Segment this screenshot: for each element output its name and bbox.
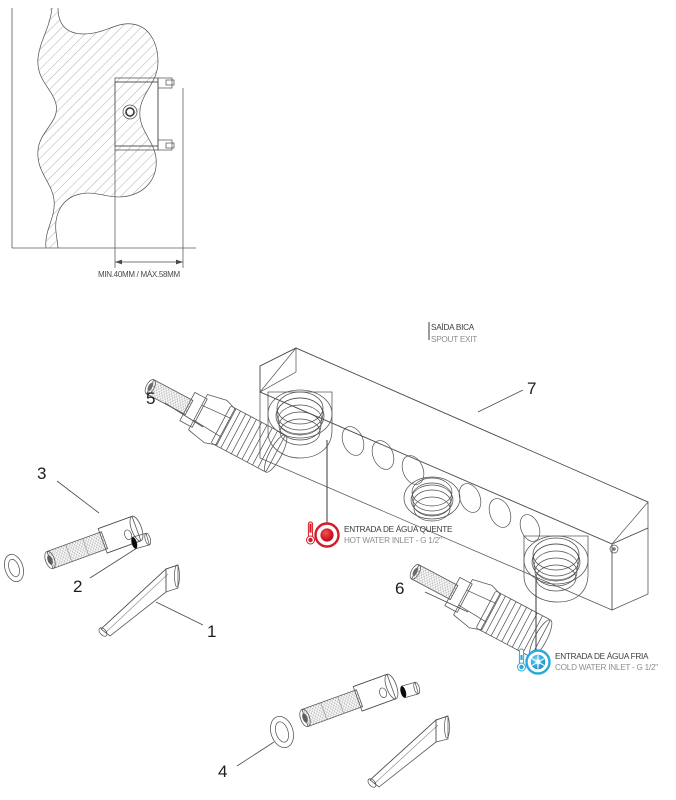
extension-shaft-lower — [299, 673, 399, 727]
callout-3-number: 3 — [37, 464, 46, 483]
callout-7: 7 — [477, 379, 536, 413]
callout-3: 3 — [37, 464, 100, 514]
wall-section-view: MIN.40MM / MÁX.58MM — [11, 8, 196, 279]
callout-6: 6 — [395, 579, 469, 613]
cartridge-upper — [144, 379, 288, 473]
dimension-label: MIN.40MM / MÁX.58MM — [98, 270, 181, 279]
spout-exit-subtitle: SPOUT EXIT — [431, 335, 477, 344]
cold-inlet-title: ENTRADA DE ÁGUA FRIA — [555, 651, 649, 661]
callout-6-number: 6 — [395, 579, 404, 598]
callout-2: 2 — [73, 547, 138, 596]
callout-5: 5 — [146, 389, 204, 428]
port-cold-inlet — [523, 535, 589, 603]
allen-key-upper — [98, 564, 180, 637]
hot-inlet-subtitle: HOT WATER INLET - G 1/2" — [344, 536, 442, 545]
spout-exit-title: SAÍDA BICA — [431, 322, 475, 332]
manifold-body — [259, 347, 649, 611]
port-hot-inlet — [403, 476, 461, 522]
cartridge-lower — [409, 564, 553, 658]
hot-water-icon — [314, 522, 340, 548]
o-ring-upper — [4, 553, 24, 583]
set-screw-upper — [131, 532, 152, 550]
valve-body-section — [114, 77, 175, 151]
thread-rings — [276, 391, 324, 446]
hot-water-inlet-annotation: ENTRADA DE ÁGUA QUENTE HOT WATER INLET -… — [306, 521, 453, 548]
extension-shaft-upper — [44, 515, 144, 569]
dimension-line — [115, 259, 183, 265]
port-spout-outlet — [267, 389, 333, 459]
cold-inlet-subtitle: COLD WATER INLET - G 1/2" — [555, 663, 658, 672]
cold-thermometer-icon — [517, 648, 526, 672]
cold-water-icon — [525, 649, 551, 675]
callout-4-number: 4 — [218, 762, 227, 781]
callout-1: 1 — [155, 601, 216, 641]
allen-key-lower — [367, 715, 450, 788]
set-screw-lower — [400, 681, 421, 699]
callout-7-number: 7 — [527, 379, 536, 398]
hot-inlet-title: ENTRADA DE ÁGUA QUENTE — [344, 524, 453, 534]
hot-thermometer-icon — [306, 521, 315, 545]
callout-1-number: 1 — [207, 622, 216, 641]
o-ring-lower — [270, 716, 294, 748]
callout-4: 4 — [218, 741, 275, 781]
spout-exit-annotation: SAÍDA BICA SPOUT EXIT — [326, 322, 478, 524]
callout-2-number: 2 — [73, 577, 82, 596]
callout-5-number: 5 — [146, 389, 155, 408]
cold-water-inlet-annotation: ENTRADA DE ÁGUA FRIA COLD WATER INLET - … — [517, 578, 659, 675]
front-hole-row — [341, 426, 541, 542]
